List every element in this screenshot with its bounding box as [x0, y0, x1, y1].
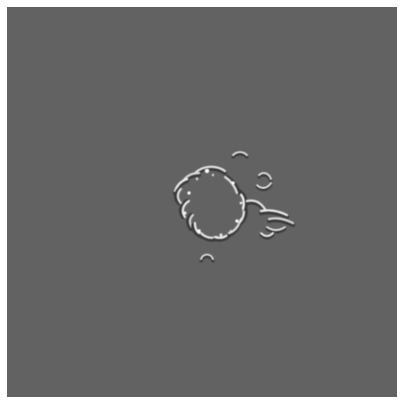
isolated-blob [199, 253, 215, 263]
top-fragments [231, 151, 273, 192]
ring-structure-image [7, 7, 397, 397]
right-branch [245, 199, 295, 240]
image-background [7, 7, 397, 397]
ring-links [173, 165, 248, 242]
ring-speckles [183, 169, 243, 237]
grayscale-image-panel [7, 7, 397, 397]
ring-cluster [173, 151, 295, 263]
